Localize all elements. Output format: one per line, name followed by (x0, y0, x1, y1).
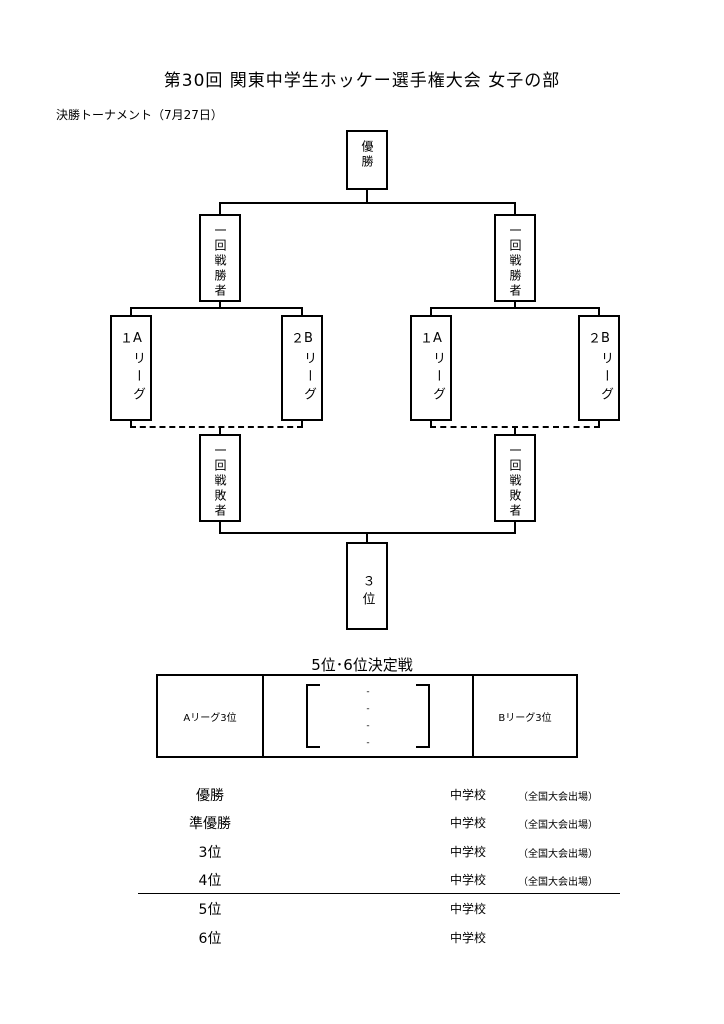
result-rank: 3位 (198, 845, 222, 861)
placement-title: 5位･6位決定戦 (311, 656, 413, 674)
third-box: ３位 (346, 542, 388, 630)
right-winner-box: 一回戦勝者 (494, 214, 536, 302)
right-a-down (430, 420, 432, 428)
right-b-down (598, 420, 600, 428)
right-third-stem (514, 520, 516, 534)
left-a-label: Aリーグ１ (117, 331, 145, 405)
results-divider (138, 893, 620, 894)
left-b-stem (301, 307, 303, 317)
result-school: 中学校 (450, 902, 487, 916)
score-mark: - (366, 721, 370, 731)
left-a-stem (130, 307, 132, 317)
final-hline (219, 202, 515, 204)
result-rank: 優勝 (196, 788, 224, 804)
result-note: （全国大会出場） (518, 849, 598, 860)
right-loser-label: 一回戦敗者 (508, 444, 522, 519)
result-school: 中学校 (450, 931, 487, 945)
score-mark: - (366, 738, 370, 748)
champion-box: 優勝 (346, 130, 388, 190)
left-winner-box: 一回戦勝者 (199, 214, 241, 302)
champion-stem (366, 189, 368, 203)
placement-sep-right (472, 676, 474, 756)
left-b-down (301, 420, 303, 428)
result-note: （全国大会出場） (518, 792, 598, 803)
page-subtitle: 決勝トーナメント（7月27日） (56, 108, 223, 122)
champion-label: 優勝 (360, 140, 374, 170)
right-b-stem (598, 307, 600, 317)
score-mark: - (366, 704, 370, 714)
right-loser-stem (514, 426, 516, 436)
third-label: ３位 (359, 574, 375, 610)
third-stem (366, 532, 368, 544)
placement-score-area: - - - - (264, 676, 472, 756)
left-bracket-mark (306, 684, 320, 748)
right-a-box: Aリーグ１ (410, 315, 452, 421)
left-b-box: Bリーグ２ (281, 315, 323, 421)
result-rank: 6位 (198, 931, 222, 947)
right-a-label: Aリーグ１ (417, 331, 445, 405)
left-b-label: Bリーグ２ (288, 331, 316, 405)
result-school: 中学校 (450, 816, 487, 830)
score-mark: - (366, 687, 370, 697)
placement-sep-left (262, 676, 264, 756)
right-b-label: Bリーグ２ (585, 331, 613, 405)
result-note: （全国大会出場） (518, 877, 598, 888)
result-rank: 5位 (198, 902, 222, 918)
page-title: 第30回 関東中学生ホッケー選手権大会 女子の部 (163, 71, 561, 91)
left-loser-stem (219, 426, 221, 436)
result-school: 中学校 (450, 873, 487, 887)
result-rank: 4位 (198, 873, 222, 889)
placement-left-team: Aリーグ3位 (183, 712, 237, 724)
right-r1-stem (514, 300, 516, 308)
right-a-stem (430, 307, 432, 317)
result-rank: 準優勝 (189, 816, 231, 832)
left-loser-label: 一回戦敗者 (213, 444, 227, 519)
result-school: 中学校 (450, 845, 487, 859)
left-r1-hline (130, 307, 303, 309)
right-winner-label: 一回戦勝者 (508, 224, 522, 299)
right-b-box: Bリーグ２ (578, 315, 620, 421)
left-loser-box: 一回戦敗者 (199, 434, 241, 522)
left-loser-dash (130, 426, 303, 428)
left-semi-stem (219, 202, 221, 216)
left-third-stem (219, 520, 221, 534)
result-note: （全国大会出場） (518, 820, 598, 831)
right-bracket-mark (416, 684, 430, 748)
placement-right-team: Bリーグ3位 (498, 712, 552, 724)
placement-match-table: Aリーグ3位 - - - - Bリーグ3位 (156, 674, 578, 758)
right-r1-hline (430, 307, 600, 309)
left-a-box: Aリーグ１ (110, 315, 152, 421)
left-r1-stem (219, 300, 221, 308)
left-winner-label: 一回戦勝者 (213, 224, 227, 299)
right-loser-box: 一回戦敗者 (494, 434, 536, 522)
right-semi-stem (514, 202, 516, 216)
result-school: 中学校 (450, 788, 487, 802)
left-a-down (130, 420, 132, 428)
